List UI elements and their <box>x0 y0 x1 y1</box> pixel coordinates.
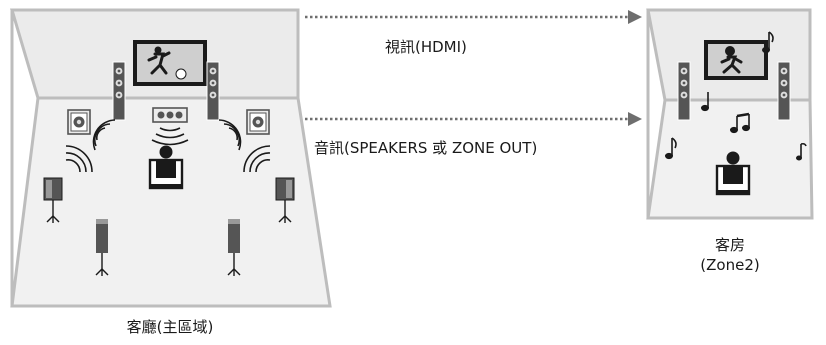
surround-right-speaker-icon <box>275 177 295 224</box>
zone2-label-line2: (Zone2) <box>700 256 760 274</box>
presence-left-speaker-icon <box>67 109 91 135</box>
video-arrow <box>305 10 642 24</box>
main-zone-label: 客廳(主區域) <box>126 318 214 336</box>
zone2-label-line1: 客房 <box>714 236 745 254</box>
presence-right-speaker-icon <box>246 109 270 135</box>
front-left-speaker-icon <box>112 61 126 121</box>
music-note-icon <box>665 31 807 161</box>
zone2-left-speaker-icon <box>677 61 691 121</box>
audio-arrow <box>305 112 642 126</box>
audio-link-label: 音訊(SPEAKERS 或 ZONE OUT) <box>314 139 538 157</box>
surround-left-speaker-icon <box>43 177 63 224</box>
surround-back-right-speaker-icon <box>227 219 241 277</box>
surround-back-left-speaker-icon <box>95 219 109 277</box>
sound-wave-icon <box>65 119 271 173</box>
zone2-right-speaker-icon <box>777 61 791 121</box>
main-tv-icon <box>133 40 207 86</box>
front-right-speaker-icon <box>206 61 220 121</box>
center-speaker-icon <box>152 107 188 123</box>
video-link-label: 視訊(HDMI) <box>385 38 467 56</box>
zone2-tv-icon <box>704 40 768 80</box>
